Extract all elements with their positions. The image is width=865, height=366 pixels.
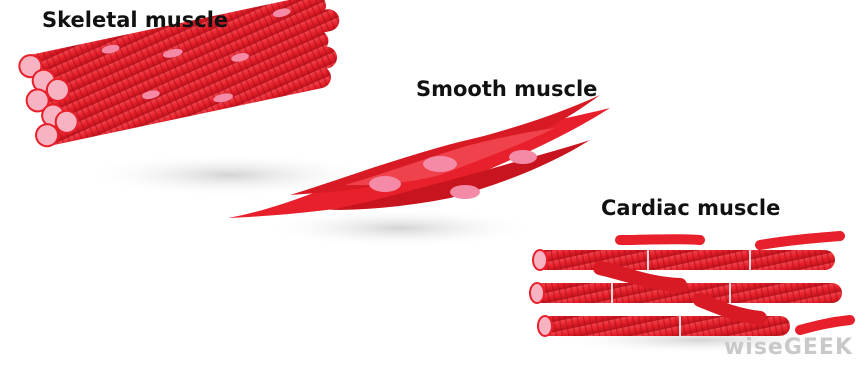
smooth-shadow	[260, 208, 540, 248]
cardiac-muscle-label: Cardiac muscle	[601, 196, 780, 220]
skeletal-muscle-label: Skeletal muscle	[42, 8, 228, 32]
wisegeek-watermark: wiseGEEK	[724, 335, 853, 360]
smooth-muscle-label: Smooth muscle	[416, 77, 597, 101]
